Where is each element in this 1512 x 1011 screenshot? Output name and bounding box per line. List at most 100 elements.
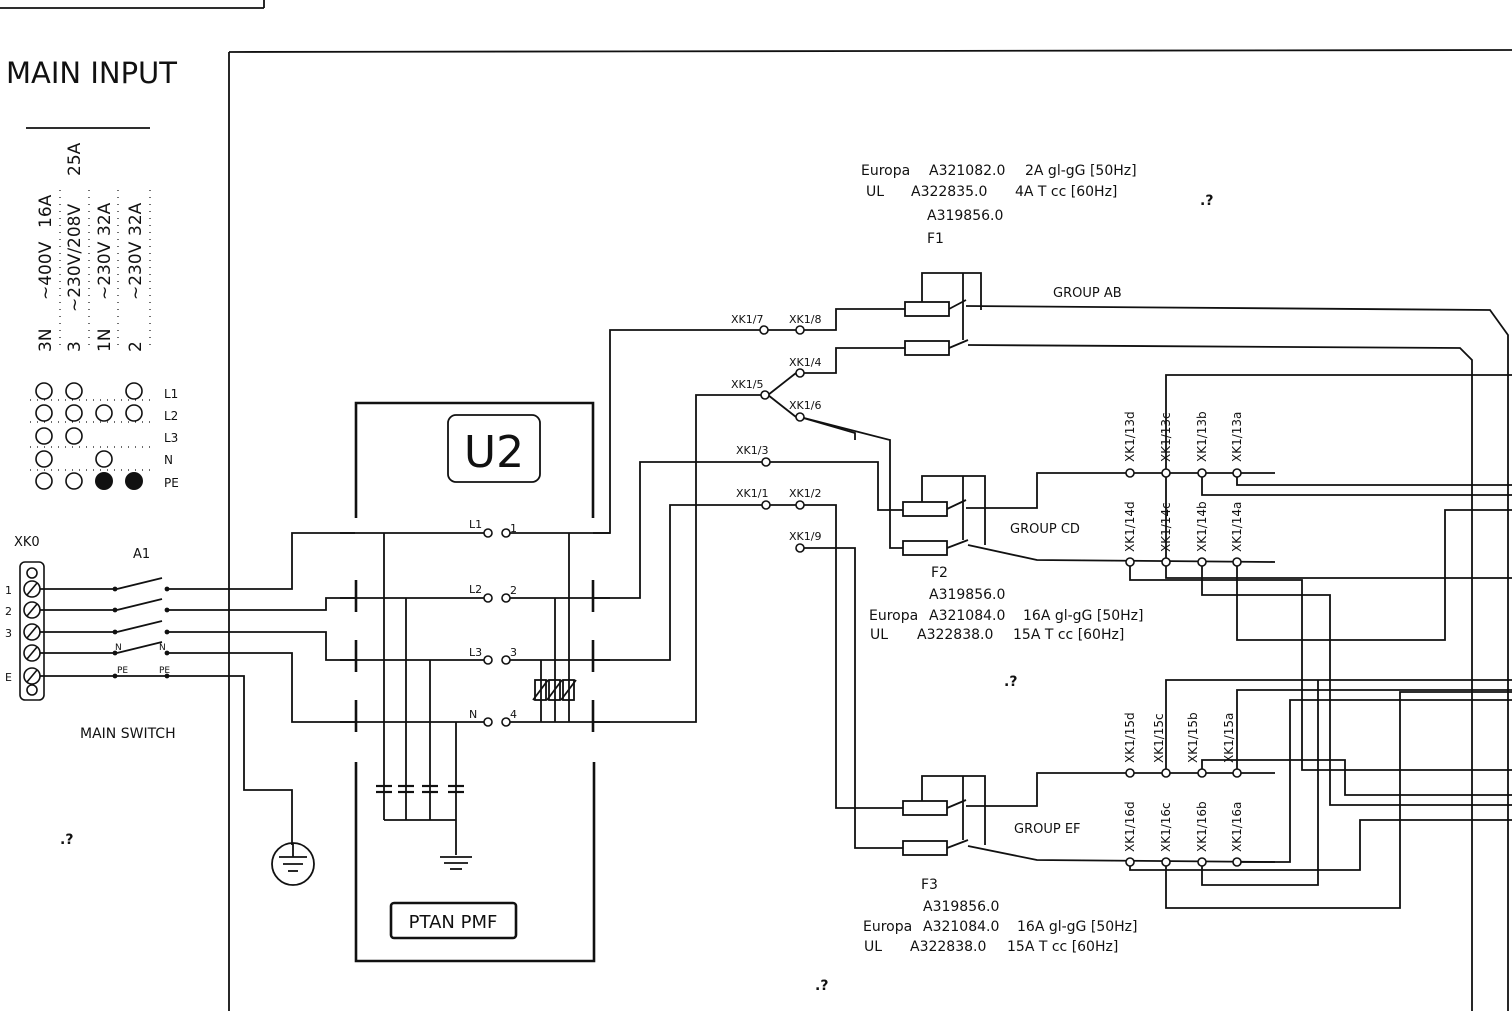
marker-2: .? xyxy=(1004,674,1017,690)
xk1-16c-label: XK1/16c xyxy=(1159,802,1173,852)
xk1-14d-label: XK1/14d xyxy=(1123,501,1137,552)
main-switch-label: MAIN SWITCH xyxy=(80,726,176,742)
f3-europa-rating: 16A gl-gG [50Hz] xyxy=(1017,919,1137,935)
row-label-l2: L2 xyxy=(164,409,178,423)
supply-col-1-phases: 3N xyxy=(36,328,56,352)
f2-part: A319856.0 xyxy=(929,587,1005,603)
xk1-8-label: XK1/8 xyxy=(789,313,821,326)
xk1-16d-label: XK1/16d xyxy=(1123,801,1137,852)
supply-col-1-current: 16A xyxy=(36,194,56,228)
output-terminal-circles xyxy=(1125,468,1242,867)
supply-col-4-phases: 2 xyxy=(126,341,146,352)
xk1-15c-label: XK1/15c xyxy=(1152,713,1166,763)
terminal-label-e: E xyxy=(5,671,12,684)
output-distribution xyxy=(1129,374,1512,909)
group-ab-label: GROUP AB xyxy=(1053,286,1122,301)
xk1-4-label: XK1/4 xyxy=(789,356,821,369)
filter-out-3: 3 xyxy=(510,646,517,659)
xk1-14b-label: XK1/14b xyxy=(1195,501,1209,552)
xk1-5-label: XK1/5 xyxy=(731,378,763,391)
xk1-13c-label: XK1/13c xyxy=(1159,412,1173,462)
supply-col-2-current: 25A xyxy=(65,142,85,176)
xk1-15a-label: XK1/15a xyxy=(1222,713,1236,763)
filter-out-4: 4 xyxy=(510,708,517,721)
f1-ul-label: UL xyxy=(866,184,884,200)
xk1-6-label: XK1/6 xyxy=(789,399,821,412)
f3-ul-rating: 15A T cc [60Hz] xyxy=(1007,939,1118,955)
xk1-3-label: XK1/3 xyxy=(736,444,768,457)
f3-europa-label: Europa xyxy=(863,919,912,935)
marker-4: .? xyxy=(815,978,828,994)
marker-3: .? xyxy=(60,832,73,848)
supply-col-4-current: 32A xyxy=(126,202,146,236)
fuse-f3: GROUP EF F3 A319856.0 Europa A321084.0 1… xyxy=(863,772,1276,955)
f2-ul-rating: 15A T cc [60Hz] xyxy=(1013,627,1124,643)
f1-ul-rating: 4A T cc [60Hz] xyxy=(1015,184,1117,200)
f2-europa-label: Europa xyxy=(869,608,918,624)
supply-col-2-phases: 3 xyxy=(65,341,85,352)
xk1-13d-label: XK1/13d xyxy=(1123,411,1137,462)
mains-filter: U2 PTAN PMF xyxy=(340,401,610,963)
main-terminal-name: XK0 xyxy=(14,535,40,550)
row-label-n: N xyxy=(164,453,173,467)
xk1-7-label: XK1/7 xyxy=(731,313,763,326)
xk1-15b-label: XK1/15b xyxy=(1186,712,1200,763)
main-terminal-block: XK0 1 2 3 E xyxy=(5,535,45,701)
terminal-label-1: 1 xyxy=(5,584,12,597)
connector-wiring xyxy=(593,308,905,849)
f3-europa-part: A321084.0 xyxy=(923,919,999,935)
filter-ref: U2 xyxy=(464,427,524,478)
xk1-1-label: XK1/1 xyxy=(736,487,768,500)
xk1-2-label: XK1/2 xyxy=(789,487,821,500)
fuse-f1: Europa A321082.0 2A gl-gG [50Hz] UL A322… xyxy=(861,163,1509,1011)
row-label-l1: L1 xyxy=(164,387,178,401)
supply-col-2-voltage: ~230V/208V xyxy=(65,204,85,312)
xk1-14c-label: XK1/14c xyxy=(1159,502,1173,552)
f1-part: A319856.0 xyxy=(927,208,1003,224)
row-label-l3: L3 xyxy=(164,431,178,445)
supply-col-4-voltage: ~230V xyxy=(126,241,146,300)
f3-ref: F3 xyxy=(921,877,938,893)
f1-europa-rating: 2A gl-gG [50Hz] xyxy=(1025,163,1137,179)
row-label-pe: PE xyxy=(164,476,179,490)
xk1-13a-label: XK1/13a xyxy=(1230,412,1244,462)
f3-part: A319856.0 xyxy=(923,899,999,915)
f1-europa-part: A321082.0 xyxy=(929,163,1005,179)
xk1-14a-label: XK1/14a xyxy=(1230,502,1244,552)
fuse-f2: GROUP CD F2 A319856.0 Europa A321084.0 1… xyxy=(869,472,1276,643)
filter-out-2: 2 xyxy=(510,584,517,597)
switch-contact-pe-left: PE xyxy=(117,666,128,676)
terminal-label-3: 3 xyxy=(5,627,12,640)
f2-ref: F2 xyxy=(931,565,948,581)
main-switch-ref: A1 xyxy=(133,547,150,562)
earth-symbol xyxy=(271,842,315,886)
supply-col-1-voltage: ~400V xyxy=(36,241,56,300)
switch-contact-n-left: N xyxy=(115,643,122,653)
f1-ref: F1 xyxy=(927,231,944,247)
f1-europa-label: Europa xyxy=(861,163,910,179)
xk1-16a-label: XK1/16a xyxy=(1230,802,1244,852)
f2-ul-part: A322838.0 xyxy=(917,627,993,643)
f3-ul-label: UL xyxy=(864,939,882,955)
group-ef-label: GROUP EF xyxy=(1014,822,1081,837)
supply-table: 3N ~400V 16A 3 ~230V/208V 25A 1N ~230V 3… xyxy=(30,142,179,490)
f1-ul-part: A322835.0 xyxy=(911,184,987,200)
xk1-15d-label: XK1/15d xyxy=(1123,712,1137,763)
terminal-label-2: 2 xyxy=(5,605,12,618)
filter-in-n: N xyxy=(469,708,477,721)
filter-out-1: 1 xyxy=(510,522,517,535)
filter-in-l2: L2 xyxy=(469,583,482,596)
main-switch: A1 N PE N PE MAIN SWITCH xyxy=(40,547,176,742)
group-cd-label: GROUP CD xyxy=(1010,522,1080,537)
supply-col-3-phases: 1N xyxy=(95,328,115,352)
xk1-9-label: XK1/9 xyxy=(789,530,821,543)
f3-ul-part: A322838.0 xyxy=(910,939,986,955)
filter-label: PTAN PMF xyxy=(409,912,498,933)
f2-europa-part: A321084.0 xyxy=(929,608,1005,624)
marker-1: .? xyxy=(1200,193,1213,209)
f2-europa-rating: 16A gl-gG [50Hz] xyxy=(1023,608,1143,624)
xk1-13b-label: XK1/13b xyxy=(1195,411,1209,462)
supply-col-3-current: 32A xyxy=(95,202,115,236)
